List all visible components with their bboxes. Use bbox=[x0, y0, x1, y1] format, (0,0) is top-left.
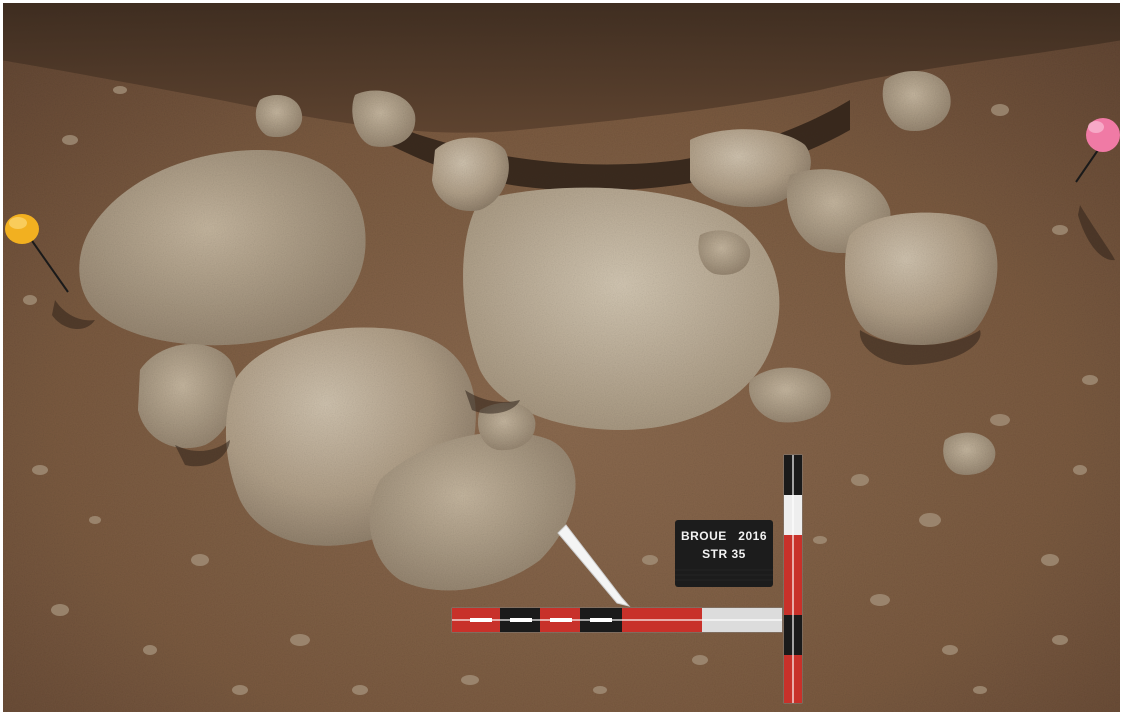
site-label-board: BROUE 2016 STR 35 bbox=[675, 520, 773, 587]
stone-small-d bbox=[698, 230, 751, 275]
north-arrow-icon bbox=[557, 524, 631, 607]
stone-left-small bbox=[138, 343, 237, 449]
stone-small-f bbox=[352, 90, 416, 147]
stone-shadows bbox=[52, 205, 1115, 467]
stone-right-block bbox=[845, 212, 998, 345]
stone-small-a bbox=[478, 402, 536, 451]
stone-lower-center bbox=[369, 432, 576, 591]
stone-cluster bbox=[79, 71, 998, 591]
stone-top-center bbox=[432, 137, 509, 211]
stone-paving-center bbox=[463, 187, 780, 430]
yellow-marker-flag-icon bbox=[5, 214, 69, 293]
vertical-photo-scale bbox=[783, 454, 803, 704]
stone-top-right bbox=[882, 71, 951, 131]
pebbles bbox=[23, 86, 1098, 695]
stone-right-upper bbox=[690, 129, 811, 208]
label-line-2: STR 35 bbox=[702, 547, 746, 561]
stone-small-b bbox=[749, 367, 831, 423]
stone-small-c bbox=[943, 432, 996, 475]
stone-upper-left bbox=[79, 150, 366, 346]
label-line-1: BROUE 2016 bbox=[681, 529, 767, 543]
pink-marker-flag-icon bbox=[1075, 118, 1120, 183]
horizontal-photo-scale bbox=[451, 607, 783, 633]
stone-small-e bbox=[255, 95, 303, 138]
